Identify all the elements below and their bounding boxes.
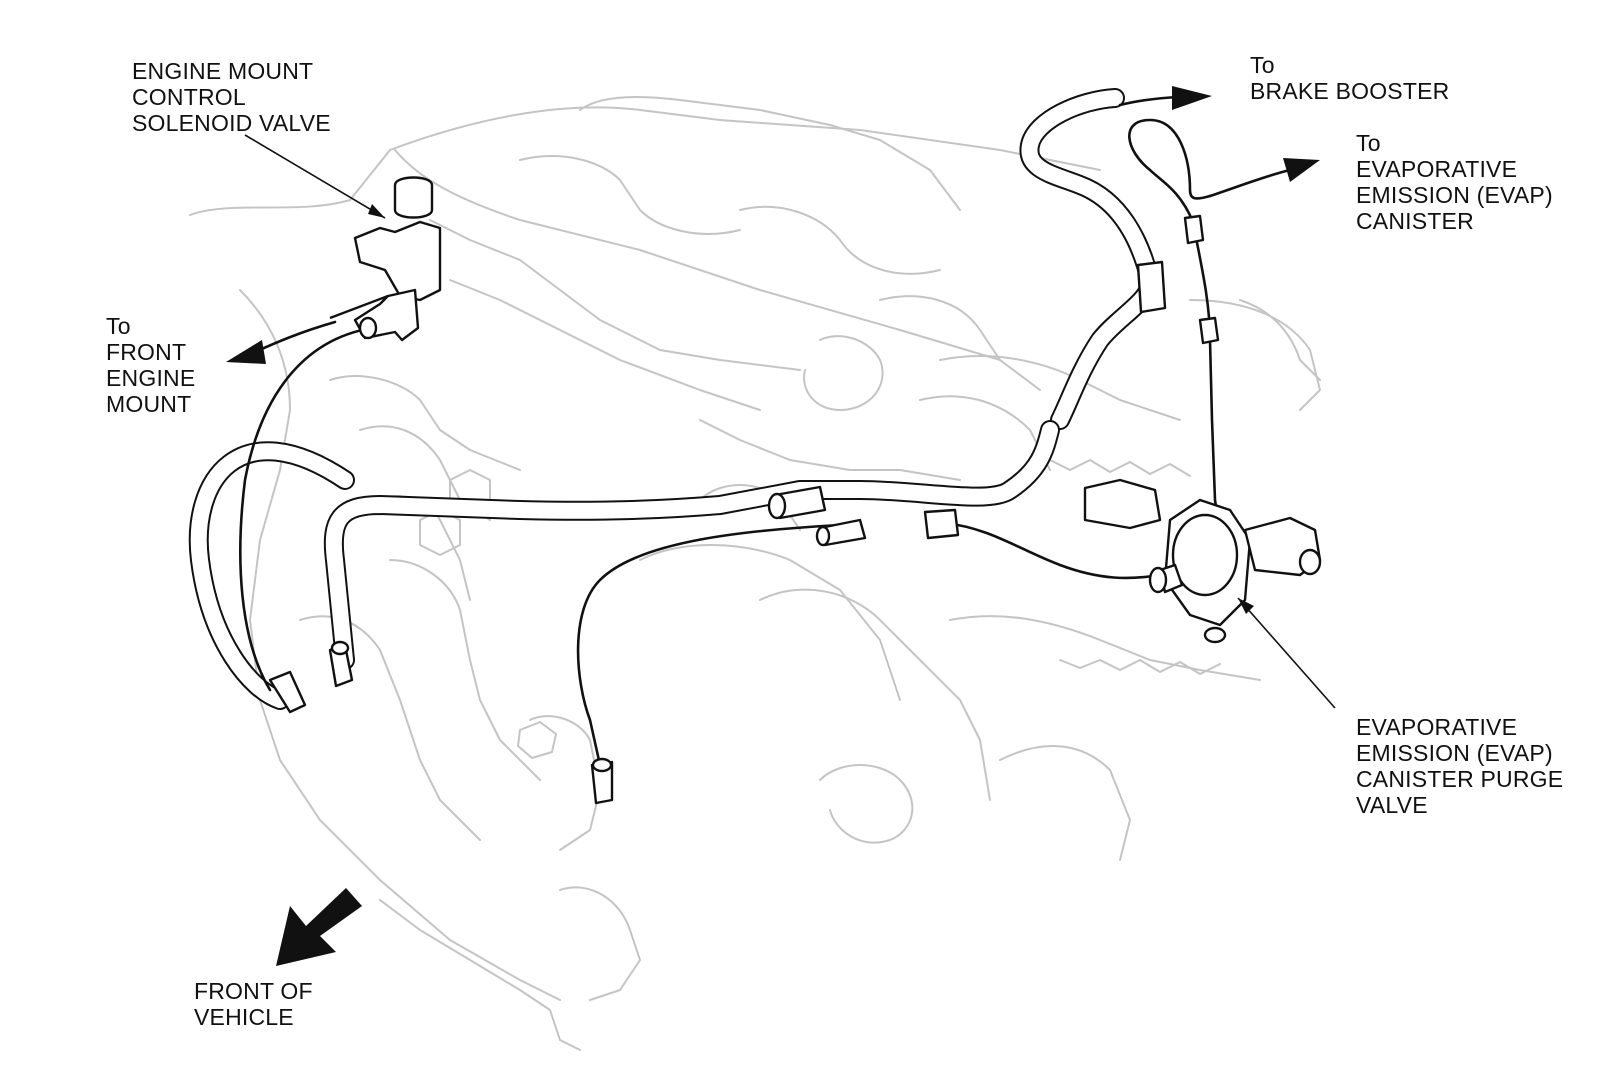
main-vacuum-hose (188, 420, 1060, 710)
engine-mount-solenoid-valve (329, 176, 442, 342)
bold-arrow-down-left-icon (276, 888, 362, 966)
evap-purge-valve (1083, 478, 1322, 644)
label-front-of-vehicle: FRONT OF VEHICLE (194, 978, 313, 1030)
line-fittings (268, 214, 1220, 805)
vacuum-lines (239, 118, 1302, 767)
brake-booster-hose (1019, 88, 1160, 430)
label-engine-mount-solenoid: ENGINE MOUNT CONTROL SOLENOID VALVE (132, 58, 331, 136)
leader-lines (244, 134, 1336, 709)
label-to-brake-booster: To BRAKE BOOSTER (1250, 52, 1450, 104)
engine-background (189, 96, 1321, 1051)
label-evap-purge-valve: EVAPORATIVE EMISSION (EVAP) CANISTER PUR… (1356, 714, 1564, 818)
label-to-front-engine-mount: To FRONT ENGINE MOUNT (106, 313, 196, 417)
arrowhead-icon (226, 86, 1320, 364)
label-to-evap-canister: To EVAPORATIVE EMISSION (EVAP) CANISTER (1356, 130, 1553, 234)
